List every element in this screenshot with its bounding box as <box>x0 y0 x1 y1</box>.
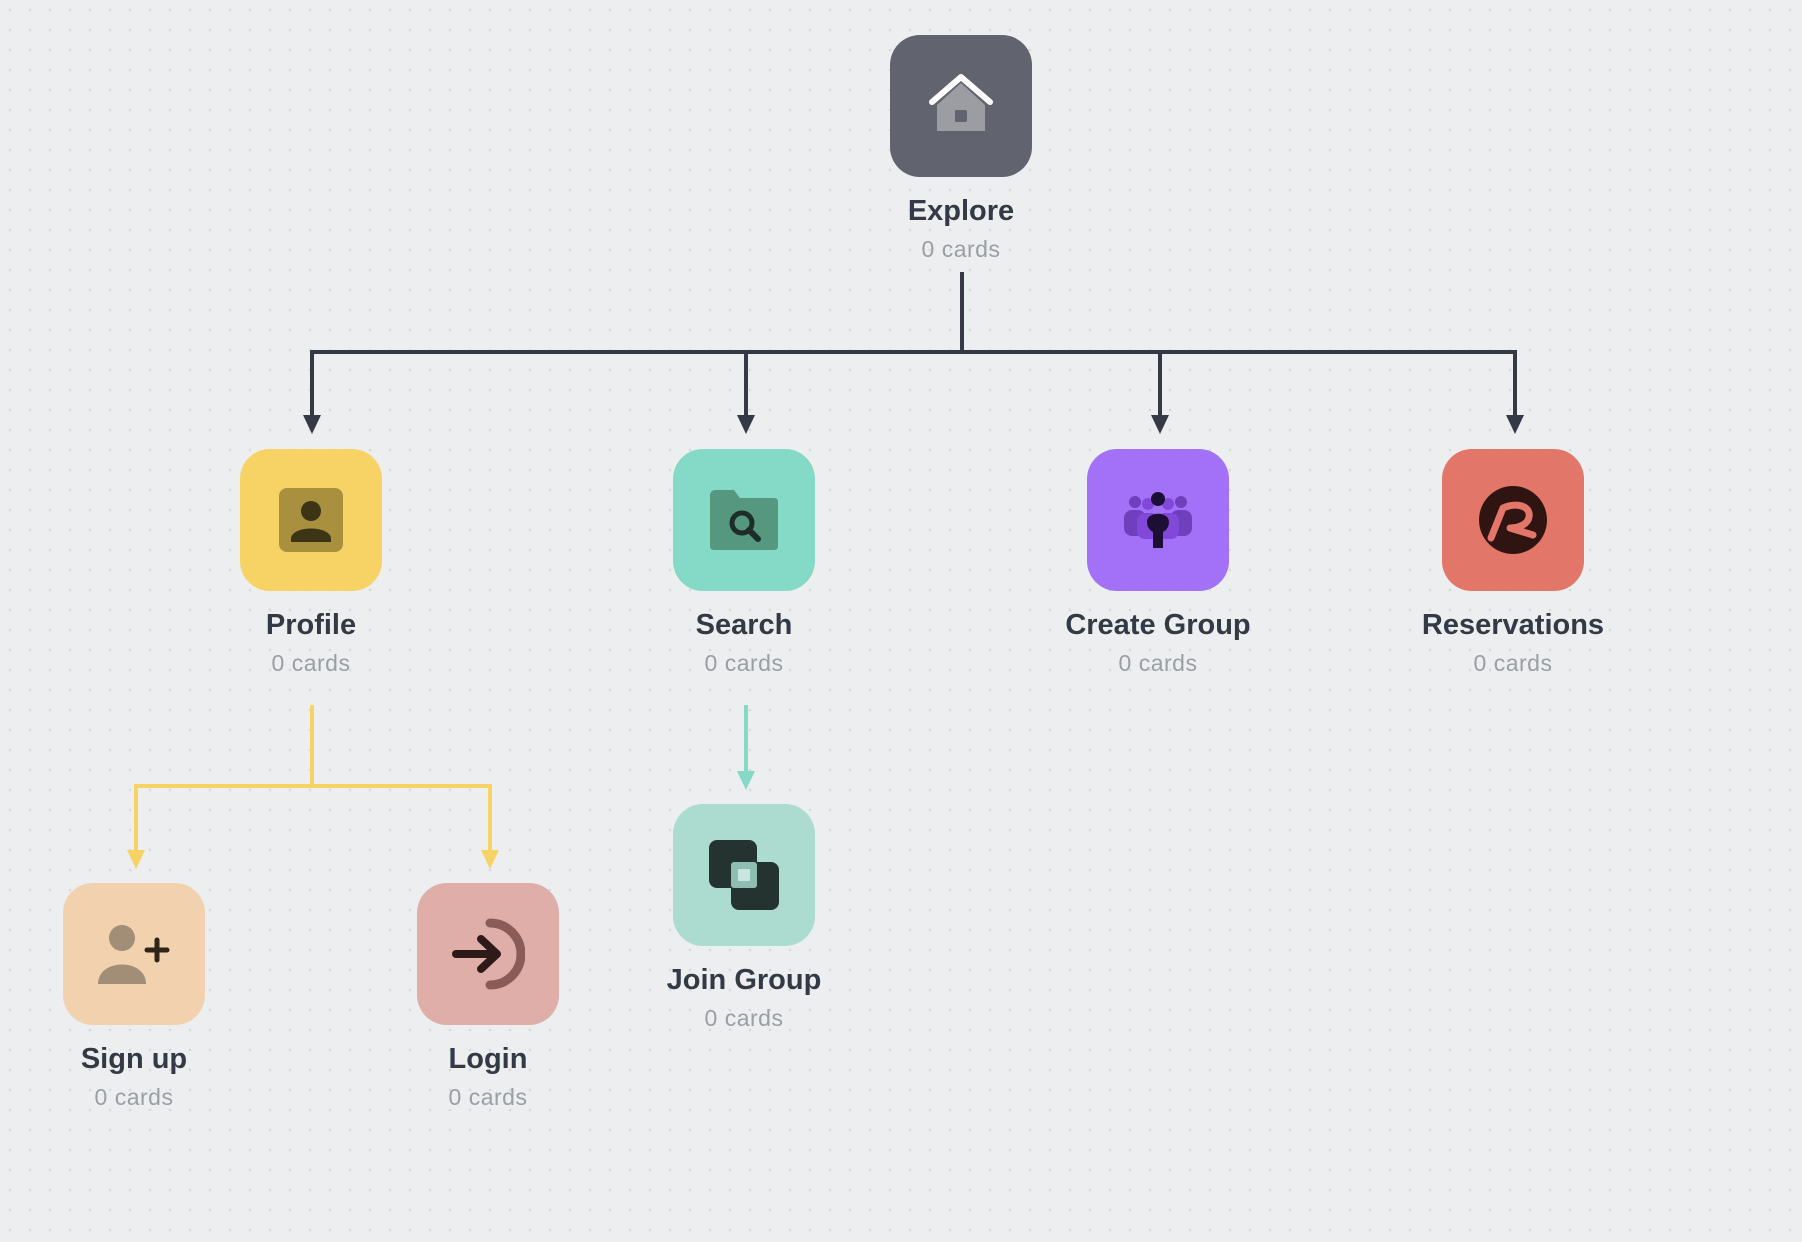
arrowhead-login <box>481 850 499 869</box>
node-search[interactable]: Search 0 cards <box>624 449 864 677</box>
node-explore[interactable]: Explore 0 cards <box>841 35 1081 263</box>
arrowhead-search <box>737 415 755 434</box>
node-sign-up-count: 0 cards <box>94 1084 174 1111</box>
node-profile[interactable]: Profile 0 cards <box>191 449 431 677</box>
edge-arrowheads-explore <box>303 415 1524 434</box>
arrowhead-profile <box>303 415 321 434</box>
node-reservations-tile[interactable] <box>1442 449 1584 591</box>
node-explore-tile[interactable] <box>890 35 1032 177</box>
node-reservations[interactable]: Reservations 0 cards <box>1393 449 1633 677</box>
node-login-tile[interactable] <box>417 883 559 1025</box>
folder-search-icon <box>710 490 778 550</box>
reservation-logo-icon <box>1479 486 1547 554</box>
arrowhead-sign-up <box>127 850 145 869</box>
node-profile-count: 0 cards <box>271 650 351 677</box>
node-login-title: Login <box>448 1043 528 1075</box>
node-create-group-count: 0 cards <box>1118 650 1198 677</box>
edge-group-explore <box>310 272 1517 416</box>
node-search-tile[interactable] <box>673 449 815 591</box>
node-sign-up[interactable]: Sign up 0 cards <box>14 883 254 1111</box>
node-join-group-title: Join Group <box>666 964 822 996</box>
node-create-group-title: Create Group <box>1065 609 1251 641</box>
node-search-title: Search <box>695 609 793 641</box>
node-explore-title: Explore <box>907 195 1015 227</box>
node-reservations-title: Reservations <box>1421 609 1605 641</box>
node-profile-tile[interactable] <box>240 449 382 591</box>
node-search-count: 0 cards <box>704 650 784 677</box>
node-sign-up-tile[interactable] <box>63 883 205 1025</box>
node-login-count: 0 cards <box>448 1084 528 1111</box>
node-explore-count: 0 cards <box>921 236 1001 263</box>
login-arrow-icon <box>452 918 525 990</box>
node-profile-title: Profile <box>265 609 357 641</box>
overlapping-squares-icon <box>709 840 779 910</box>
arrowhead-reservations <box>1506 415 1524 434</box>
edge-arrowheads-profile <box>127 850 499 869</box>
home-icon <box>929 74 993 131</box>
user-add-icon <box>98 925 170 984</box>
node-login[interactable]: Login 0 cards <box>368 883 608 1111</box>
arrowhead-create-group <box>1151 415 1169 434</box>
node-reservations-count: 0 cards <box>1473 650 1553 677</box>
node-create-group[interactable]: Create Group 0 cards <box>1038 449 1278 677</box>
node-join-group[interactable]: Join Group 0 cards <box>624 804 864 1032</box>
edge-group-profile <box>134 705 492 851</box>
arrowhead-join-group <box>737 771 755 790</box>
node-join-group-tile[interactable] <box>673 804 815 946</box>
node-sign-up-title: Sign up <box>80 1043 188 1075</box>
node-create-group-tile[interactable] <box>1087 449 1229 591</box>
group-icon <box>1124 492 1192 548</box>
node-join-group-count: 0 cards <box>704 1005 784 1032</box>
contact-card-icon <box>279 488 343 552</box>
